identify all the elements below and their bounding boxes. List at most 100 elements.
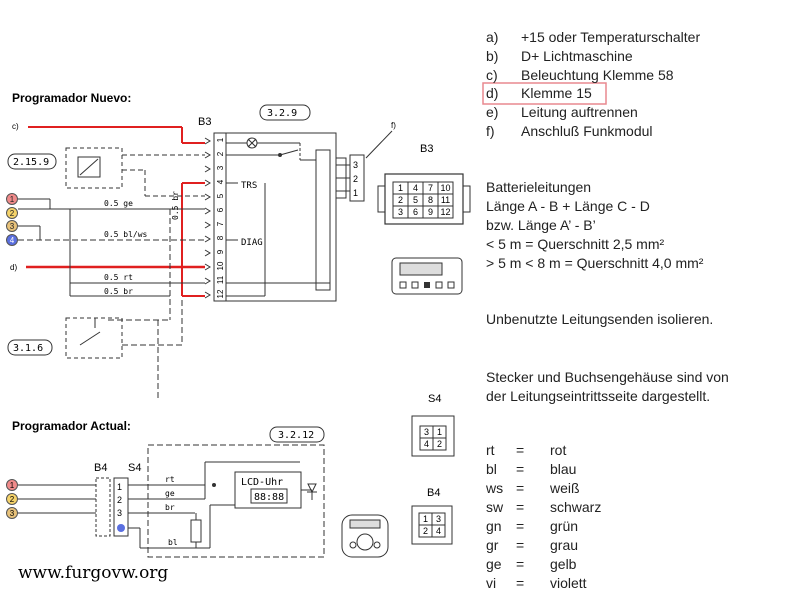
color-code: gn	[486, 518, 502, 534]
temp-switch-box	[65, 147, 123, 189]
conn-cell-label: 2	[398, 195, 403, 205]
source-circle-label-3: 3	[10, 222, 15, 231]
legend-key: c)	[486, 66, 498, 83]
conn-cell-label: 7	[428, 183, 433, 193]
color-name: blau	[550, 461, 577, 477]
color-eq: =	[516, 575, 525, 591]
b3-conn-label: B3	[420, 143, 433, 155]
wire-source-circles: 1 2 3 4	[6, 193, 18, 246]
b3-pin-3: 3	[216, 165, 225, 170]
color-eq: =	[516, 518, 525, 534]
pin-crimp-mark	[204, 165, 211, 173]
battery-line-2: Länge A - B + Länge C - D	[486, 198, 650, 214]
conn-cell	[437, 205, 454, 219]
conn-cell-label: 12	[440, 207, 450, 217]
legend-text: Anschluß Funkmodul	[521, 122, 653, 139]
b3-pin-2: 2	[216, 151, 225, 156]
color-code: sw	[486, 499, 504, 515]
source-circle-2	[6, 207, 18, 219]
battery-title: Batterieleitungen	[486, 179, 592, 195]
b3-pin-8: 8	[216, 235, 225, 240]
pin-crimp-mark	[204, 221, 211, 229]
color-code: rt	[486, 442, 495, 458]
pin-crimp-mark	[204, 249, 211, 257]
color-row-sw: sw = schwarz	[486, 498, 686, 517]
label-c: c)	[12, 122, 19, 131]
ref-316: 3.1.6	[13, 343, 43, 354]
small-conn-pin-1: 1	[353, 188, 358, 198]
wire-label-vertical: 0.5 br	[171, 191, 180, 220]
controller-inner-bar	[315, 149, 331, 291]
ref-3212-box	[269, 426, 325, 443]
color-code: ge	[486, 556, 502, 572]
color-eq: =	[516, 499, 525, 515]
legend-text: Klemme 15	[521, 85, 592, 102]
s4-pin-1: 1	[117, 482, 122, 492]
wire-actual-label-br: br	[165, 503, 175, 512]
controller-device-icon	[391, 257, 463, 295]
wire-label-ge: 0.5 ge	[104, 199, 133, 208]
pin-crimp-mark	[204, 137, 211, 145]
ref-316-box	[7, 339, 53, 356]
legend-list: a)+15 oder Temperaturschalter b)D+ Licht…	[486, 28, 776, 141]
b3-pin-12: 12	[216, 289, 225, 298]
actual-circle-3	[6, 507, 18, 519]
source-circle-label-4: 4	[10, 236, 15, 245]
pin-crimp-mark	[204, 263, 211, 271]
actual-circle-label-2: 2	[10, 495, 15, 504]
legend-text: +15 oder Temperaturschalter	[521, 29, 701, 45]
legend-key: f)	[486, 122, 495, 139]
color-code: gr	[486, 537, 499, 553]
wire-actual-label-ge: ge	[165, 489, 175, 498]
source-circle-4	[6, 234, 18, 246]
color-name: schwarz	[550, 499, 602, 515]
wire-label-blws: 0.5 bl/ws	[104, 230, 148, 239]
source-circle-label-2: 2	[10, 209, 15, 218]
pin-crimp-mark	[204, 179, 211, 187]
b3-pin-4: 4	[216, 179, 225, 184]
ref-3212: 3.2.12	[278, 430, 314, 441]
b3-pin-column	[213, 132, 227, 302]
color-row-ge: ge=gelb	[486, 555, 686, 574]
battery-line-4: < 5 m = Querschnitt 2,5 mm²	[486, 236, 665, 252]
conn-cell-label: 6	[413, 207, 418, 217]
lcd-title: LCD-Uhr	[241, 477, 283, 488]
pin-crimp-mark	[204, 193, 211, 201]
legend-key: e)	[486, 104, 499, 121]
b4-connector-illustration	[411, 505, 453, 545]
source-circle-3	[6, 220, 18, 232]
source-circle-label-1: 1	[10, 195, 15, 204]
conn-cell	[432, 437, 447, 451]
b3-pin-5: 5	[216, 193, 225, 198]
conn-cell-label: 4	[436, 526, 441, 536]
conn-cell-label: 1	[423, 514, 428, 524]
pin-crimp-mark	[204, 151, 211, 159]
conn-cell-label: 2	[423, 526, 428, 536]
switch-316-box	[65, 317, 123, 359]
actual-circle-label-1: 1	[10, 481, 15, 490]
actual-circle-2	[6, 493, 18, 505]
color-row-bl: bl=blau	[486, 460, 686, 479]
pin-crimp-mark	[204, 207, 211, 215]
battery-notes: Batterieleitungen Länge A - B + Länge C …	[486, 178, 781, 273]
conn-cell	[431, 524, 446, 538]
b3-pin-10: 10	[216, 261, 225, 270]
legend-item-f: f) Anschluß Funkmodul	[486, 122, 776, 141]
s4-conn-label: S4	[428, 393, 441, 405]
legend-text: Leitung auftrennen	[521, 104, 638, 121]
ref-329-box	[259, 104, 311, 121]
actual-circle-label-3: 3	[10, 509, 15, 518]
b3-pin-9: 9	[216, 249, 225, 254]
lcd-digits: 88:88	[254, 492, 284, 503]
trs-label: TRS	[241, 181, 257, 191]
conn-cell-label: 1	[437, 427, 442, 437]
conn-cell-label: 3	[398, 207, 403, 217]
ref-329: 3.2.9	[267, 108, 297, 119]
conn-cell-label: 10	[440, 183, 450, 193]
conn-cell-label: 8	[428, 195, 433, 205]
legend-key: a)	[486, 29, 499, 45]
color-name: grau	[550, 537, 579, 553]
